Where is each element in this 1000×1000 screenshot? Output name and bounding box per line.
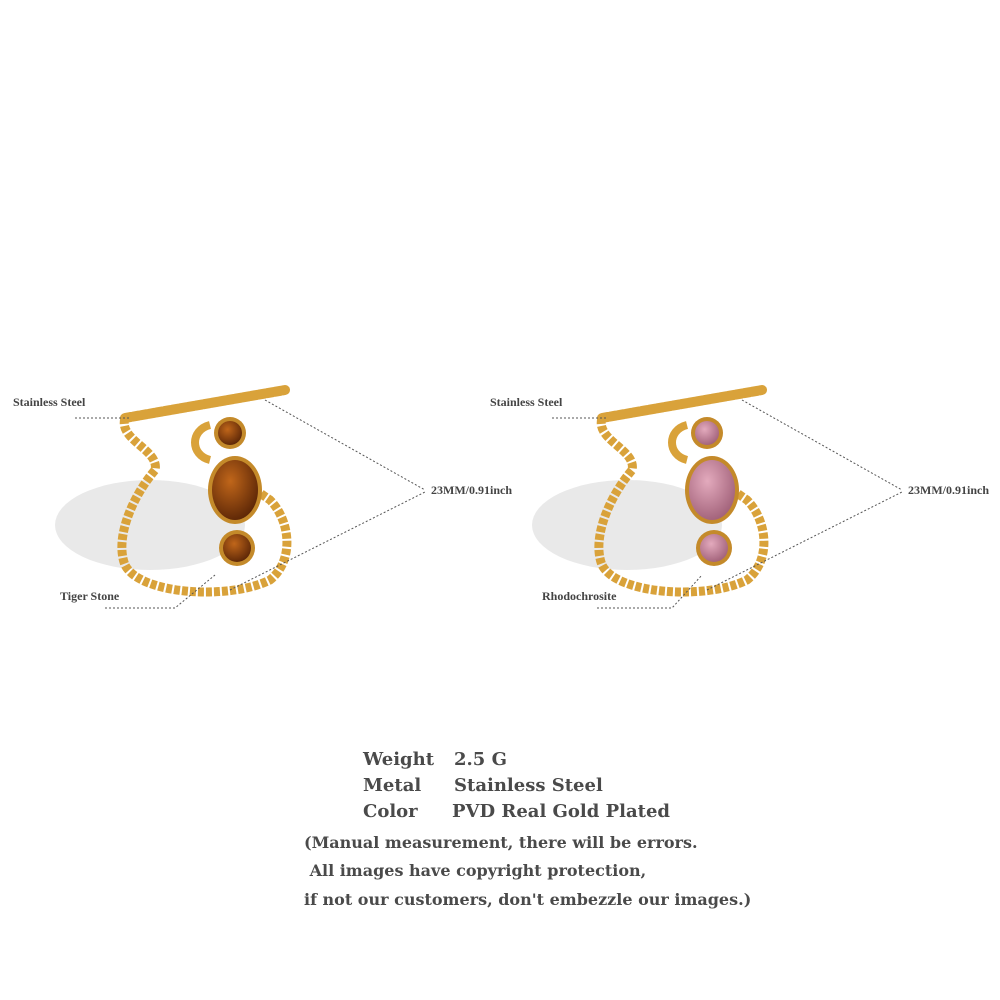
spec-label-weight: Weight (363, 749, 435, 770)
size-label: 23MM/0.91inch (908, 483, 989, 497)
note-line: if not our customers, don't embezzle our… (304, 890, 752, 909)
size-label: 23MM/0.91inch (431, 483, 512, 497)
spec-value-metal: Stainless Steel (454, 775, 603, 796)
note-line: All images have copyright protection, (304, 861, 647, 880)
leader-lines (75, 399, 426, 609)
material-label: Stainless Steel (13, 395, 86, 409)
note-line: (Manual measurement, there will be error… (304, 833, 698, 852)
spec-label-metal: Metal (363, 775, 422, 796)
spec-label-color: Color (363, 801, 418, 822)
spec-value-weight: 2.5 G (454, 749, 507, 770)
ring-tiger-stone (55, 390, 426, 609)
stone-label: Tiger Stone (60, 589, 120, 603)
spec-value-color: PVD Real Gold Plated (452, 801, 671, 822)
material-label: Stainless Steel (490, 395, 563, 409)
leader-lines (552, 399, 903, 609)
ring-rhodochrosite (532, 390, 903, 609)
stone-label: Rhodochrosite (542, 589, 617, 603)
